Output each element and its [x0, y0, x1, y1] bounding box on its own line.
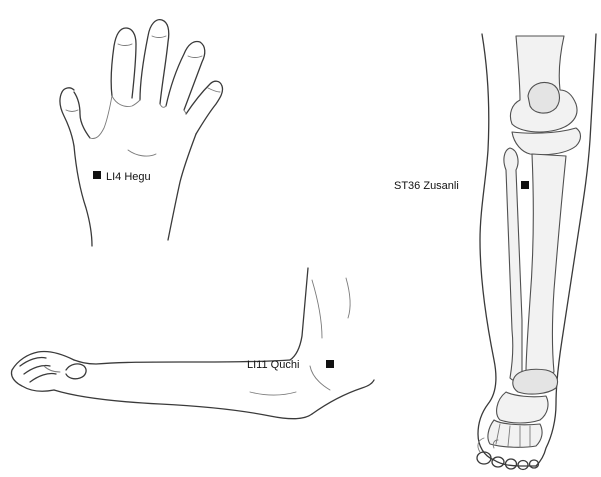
leg-tarsals — [497, 392, 548, 423]
point-hegu-marker — [93, 171, 101, 179]
point-quchi-marker — [326, 360, 334, 368]
point-hegu-label: LI4 Hegu — [106, 171, 151, 183]
hand-ring-finger — [166, 42, 205, 111]
leg-illustration — [477, 34, 596, 470]
point-quchi: LI11 Quchi — [247, 359, 334, 371]
arm-forearm-bottom — [54, 390, 312, 419]
leg-talus — [513, 369, 558, 394]
hand-illustration — [60, 20, 223, 246]
leg-tibia — [526, 154, 566, 375]
hand-palm-outline — [74, 146, 92, 246]
hand-thumb-inner — [74, 92, 90, 138]
hand-index-finger — [111, 28, 136, 98]
leg-patella — [528, 83, 559, 114]
arm-illustration — [11, 268, 374, 419]
arm-fingers — [20, 357, 56, 382]
hand-middle-finger — [140, 20, 169, 104]
point-hegu: LI4 Hegu — [93, 171, 151, 183]
arm-upper-outline — [290, 268, 308, 360]
leg-outline-left — [478, 34, 496, 460]
point-zusanli-marker — [521, 181, 529, 189]
point-zusanli-label: ST36 Zusanli — [394, 180, 459, 192]
point-quchi-label: LI11 Quchi — [247, 359, 299, 371]
hand-thumb — [60, 92, 74, 146]
leg-fibula — [504, 148, 522, 381]
